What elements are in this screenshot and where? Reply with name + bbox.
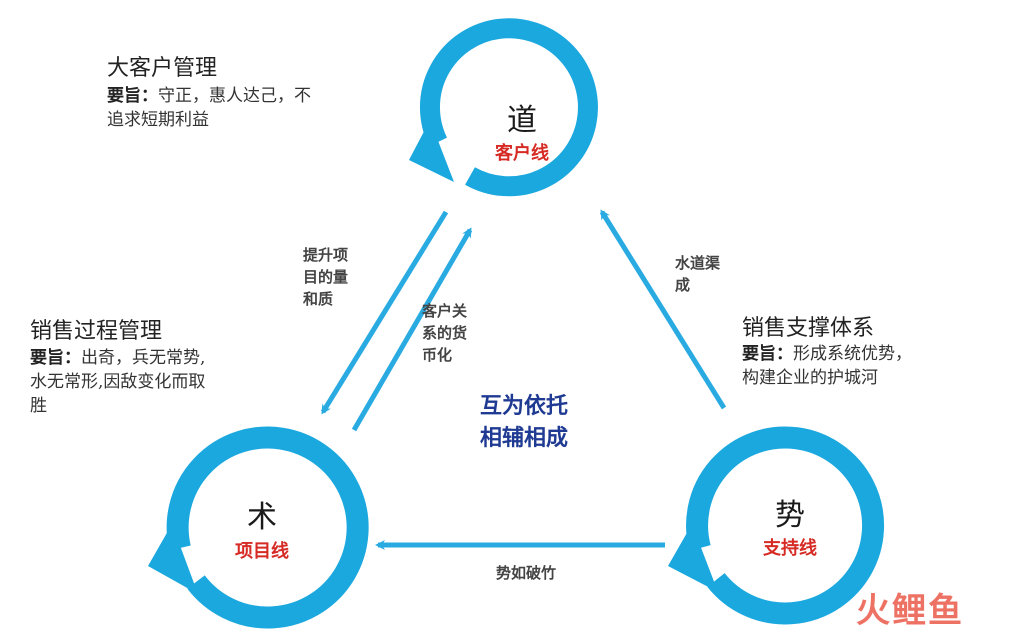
block-right-line2: 构建企业的护城河: [742, 368, 878, 388]
edge-bottom-label: 势如破竹: [496, 564, 557, 582]
ring-top-arrowhead: [409, 120, 454, 182]
edge-right-line1: 水道渠: [675, 254, 721, 272]
edge-left-outer-line1: 提升项: [303, 246, 349, 264]
center-text: 互为依托 相辅相成: [480, 390, 568, 454]
edge-left-outer-line2: 目的量: [303, 268, 349, 286]
watermark-logo: 火鲤鱼: [856, 591, 964, 629]
edge-left-inner-label: 客户关 系的货 币化: [422, 300, 467, 366]
block-right-lead: 要旨：: [742, 344, 793, 364]
node-right-subtitle: 支持线: [763, 538, 817, 559]
ring-right: [668, 426, 885, 625]
edge-right-label: 水道渠 成: [675, 252, 720, 296]
ring-right-arc: [686, 426, 885, 625]
block-top-left-body: 要旨：守正，惠人达己，不 追求短期利益: [107, 84, 311, 132]
edge-right-line2: 成: [675, 276, 691, 294]
center-line2: 相辅相成: [480, 425, 569, 451]
ring-left-arrowhead: [148, 524, 198, 594]
edge-left-inner-line3: 币化: [422, 346, 453, 364]
node-left-subtitle: 项目线: [235, 541, 289, 562]
arrow-right-to-top: [599, 209, 727, 410]
node-right-title: 势: [775, 498, 805, 533]
edge-left-outer-line3: 和质: [303, 290, 334, 308]
edge-left-inner-line1: 客户关: [422, 302, 468, 320]
block-top-left-title: 大客户管理: [107, 56, 218, 81]
block-middle-left-line1: 出奇，兵无常势,: [81, 348, 206, 368]
block-top-left-lead: 要旨：: [107, 86, 158, 106]
ring-left-arc: [166, 426, 369, 629]
node-top-title: 道: [507, 103, 537, 138]
edge-left-outer-label: 提升项 目的量 和质: [303, 244, 348, 310]
node-left-title: 术: [247, 500, 277, 535]
arrow-left-to-top: [351, 227, 473, 432]
edge-left-inner-line2: 系的货: [422, 324, 468, 342]
block-middle-left-lead: 要旨：: [30, 348, 81, 368]
ring-top-arc: [419, 18, 598, 197]
block-top-left-line2: 追求短期利益: [107, 110, 209, 130]
block-right-body: 要旨：形成系统优势， 构建企业的护城河: [742, 342, 912, 390]
block-middle-left-line2: 水无常形,因敌变化而取: [30, 372, 206, 392]
block-right-line1: 形成系统优势，: [793, 344, 912, 364]
center-line1: 互为依托: [480, 393, 569, 419]
block-middle-left-line3: 胜: [30, 396, 47, 416]
ring-left: [148, 426, 369, 629]
block-middle-left-body: 要旨：出奇，兵无常势, 水无常形,因敌变化而取 胜: [30, 346, 205, 418]
block-top-left-line1: 守正，惠人达己，不: [158, 86, 311, 106]
ring-right-arrowhead: [668, 524, 718, 592]
arrow-top-to-left: [320, 210, 449, 415]
block-right-title: 销售支撑体系: [742, 316, 875, 341]
node-top-subtitle: 客户线: [495, 143, 549, 164]
ring-top: [409, 18, 598, 197]
block-middle-left-title: 销售过程管理: [30, 319, 163, 344]
